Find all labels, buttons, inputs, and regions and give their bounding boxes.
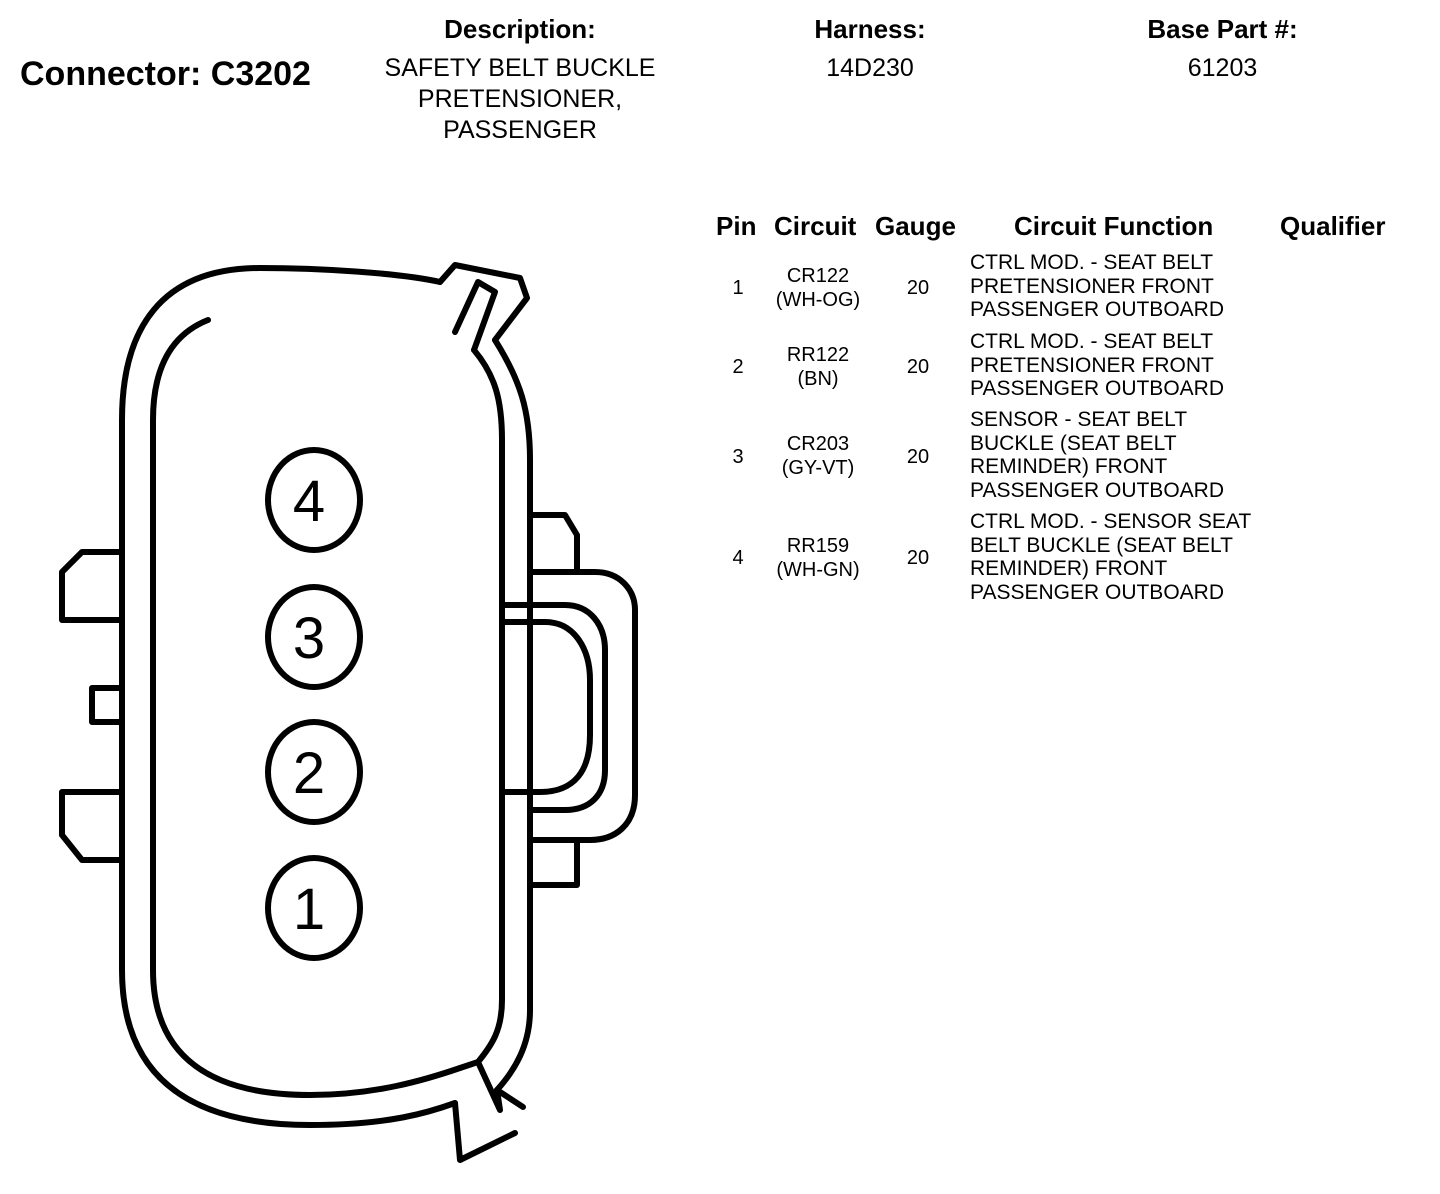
base-part-value: 61203 — [1187, 54, 1258, 82]
row-gauge: 20 — [906, 547, 930, 569]
pin-label-3: 3 — [293, 606, 325, 671]
function-line: PRETENSIONER FRONT — [970, 353, 1214, 377]
housing-right-outer-wall — [492, 337, 533, 1093]
description-line-3: PASSENGER — [443, 116, 597, 144]
base-part-label: Base Part #: — [1147, 14, 1298, 44]
right-latch-inner — [499, 619, 593, 795]
row-pin: 3 — [732, 446, 744, 468]
pin-cavity-1 — [265, 855, 363, 961]
row-gauge: 20 — [906, 446, 930, 468]
function-line: PRETENSIONER FRONT — [970, 274, 1214, 298]
function-line: REMINDER) FRONT — [970, 455, 1168, 478]
row-circuit: RR122 (BN) — [758, 343, 878, 391]
connector-title: Connector: C3202 — [20, 55, 311, 93]
row-circuit-function: SENSOR - SEAT BELT BUCKLE (SEAT BELT REM… — [970, 408, 1410, 502]
top-latch-tab — [437, 262, 530, 343]
left-tab-middle — [89, 685, 125, 725]
column-header-circuit: Circuit — [774, 211, 857, 241]
function-line: PASSENGER OUTBOARD — [970, 580, 1224, 604]
row-pin: 2 — [732, 356, 744, 378]
row-circuit-function: CTRL MOD. - SENSOR SEAT BELT BUCKLE (SEA… — [970, 510, 1410, 604]
row-circuit-function: CTRL MOD. - SEAT BELT PRETENSIONER FRONT… — [970, 330, 1410, 401]
row-pin: 1 — [732, 277, 744, 299]
description-line-1: SAFETY BELT BUCKLE — [384, 54, 656, 82]
harness-value: 14D230 — [826, 54, 914, 82]
pin-label-4: 4 — [293, 469, 325, 534]
right-latch-upper-post — [527, 512, 580, 573]
function-line: SENSOR - SEAT BELT — [970, 408, 1188, 431]
wire-color: (WH-GN) — [776, 559, 860, 581]
circuit-id: RR122 — [786, 344, 850, 366]
pin-label-1: 1 — [293, 877, 325, 942]
harness-label: Harness: — [814, 14, 926, 44]
bottom-latch-notch — [494, 1087, 526, 1110]
housing-right-wall — [471, 347, 505, 1065]
right-latch-mid — [499, 602, 608, 813]
function-line: BELT BUCKLE (SEAT BELT — [970, 533, 1233, 557]
bottom-latch-tab — [452, 1100, 518, 1163]
row-circuit: RR159 (WH-GN) — [758, 534, 878, 582]
circuit-id: CR203 — [786, 433, 850, 455]
top-latch-inner — [452, 279, 498, 353]
column-header-circuit-function: Circuit Function — [1014, 211, 1214, 241]
function-line: PASSENGER OUTBOARD — [970, 478, 1224, 502]
connector-face-diagram: 4 3 2 1 — [59, 262, 638, 1163]
description-label: Description: — [444, 14, 596, 44]
left-tab-lower — [59, 789, 125, 863]
column-header-gauge: Gauge — [875, 211, 956, 241]
row-circuit: CR203 (GY-VT) — [758, 432, 878, 480]
bottom-latch-inner — [457, 1059, 503, 1113]
row-circuit: CR122 (WH-OG) — [758, 264, 878, 312]
row-gauge: 20 — [906, 356, 930, 378]
row-gauge: 20 — [906, 277, 930, 299]
left-tab-upper — [59, 549, 125, 623]
column-header-pin: Pin — [716, 211, 757, 241]
wire-color: (WH-OG) — [775, 289, 861, 311]
function-line: CTRL MOD. - SENSOR SEAT — [970, 510, 1252, 533]
column-header-qualifier: Qualifier — [1280, 211, 1386, 241]
pin-cavity-4 — [265, 447, 363, 553]
function-line: PASSENGER OUTBOARD — [970, 377, 1224, 400]
description-line-2: PRETENSIONER, — [417, 85, 623, 113]
housing-outer-outline — [119, 265, 458, 1128]
row-pin: 4 — [732, 547, 744, 569]
description-value: SAFETY BELT BUCKLE PRETENSIONER, PASSENG… — [350, 53, 690, 146]
wire-color: (GY-VT) — [781, 457, 855, 479]
circuit-id: RR159 — [786, 535, 850, 557]
pin-cavity-3 — [265, 584, 363, 690]
function-line: CTRL MOD. - SEAT BELT — [970, 330, 1214, 353]
housing-inner-outline — [150, 317, 463, 1098]
function-line: REMINDER) FRONT — [970, 557, 1168, 580]
wire-color: (BN) — [797, 368, 839, 390]
pin-label-2: 2 — [293, 741, 325, 806]
function-line: CTRL MOD. - SEAT BELT — [970, 251, 1214, 274]
pin-cavity-2 — [265, 719, 363, 825]
right-latch-outer — [527, 569, 638, 843]
function-line: BUCKLE (SEAT BELT — [970, 431, 1177, 455]
function-line: PASSENGER OUTBOARD — [970, 298, 1224, 321]
right-latch-lower-post — [527, 837, 580, 888]
circuit-id: CR122 — [786, 265, 850, 287]
row-circuit-function: CTRL MOD. - SEAT BELT PRETENSIONER FRONT… — [970, 251, 1410, 322]
